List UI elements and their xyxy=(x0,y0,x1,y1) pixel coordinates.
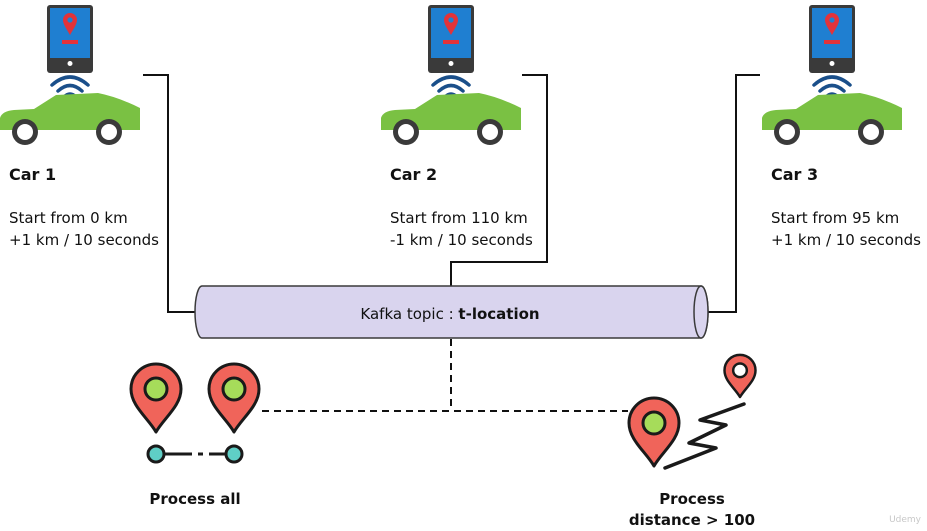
car-2-title: Car 2 xyxy=(390,165,438,184)
car-2-rate: -1 km / 10 seconds xyxy=(390,231,533,249)
car-3-group xyxy=(762,5,902,145)
car-1-start: Start from 0 km xyxy=(9,209,128,227)
process-all-icon xyxy=(129,362,261,464)
car-3-connector xyxy=(708,74,760,313)
process-distance-label: Process distance > 100 xyxy=(612,489,772,531)
car-2-connector xyxy=(450,74,548,286)
car-1-group xyxy=(0,5,140,145)
kafka-topic-cylinder xyxy=(194,285,709,339)
car-1-connector xyxy=(143,74,196,313)
car-3-start: Start from 95 km xyxy=(771,209,900,227)
phone-icon xyxy=(47,5,93,73)
car-icon xyxy=(0,93,140,145)
car-1-rate: +1 km / 10 seconds xyxy=(9,231,159,249)
watermark: Udemy xyxy=(889,515,921,525)
process-distance-label-line2: distance > 100 xyxy=(628,511,756,529)
car-icon xyxy=(762,93,902,145)
process-distance-icon xyxy=(627,353,757,470)
car-3-rate: +1 km / 10 seconds xyxy=(771,231,921,249)
phone-icon xyxy=(809,5,855,73)
car-3-title: Car 3 xyxy=(771,165,819,184)
car-2-group xyxy=(381,5,521,145)
kafka-topic-label: Kafka topic : t-location xyxy=(200,302,700,326)
car-2-start: Start from 110 km xyxy=(390,209,528,227)
process-distance-label-line1: Process xyxy=(659,490,725,508)
process-all-label: Process all xyxy=(149,490,241,508)
phone-icon xyxy=(428,5,474,73)
car-1-title: Car 1 xyxy=(9,165,57,184)
car-icon xyxy=(381,93,521,145)
topic-prefix: Kafka topic : xyxy=(360,305,459,323)
topic-name: t-location xyxy=(458,305,540,323)
